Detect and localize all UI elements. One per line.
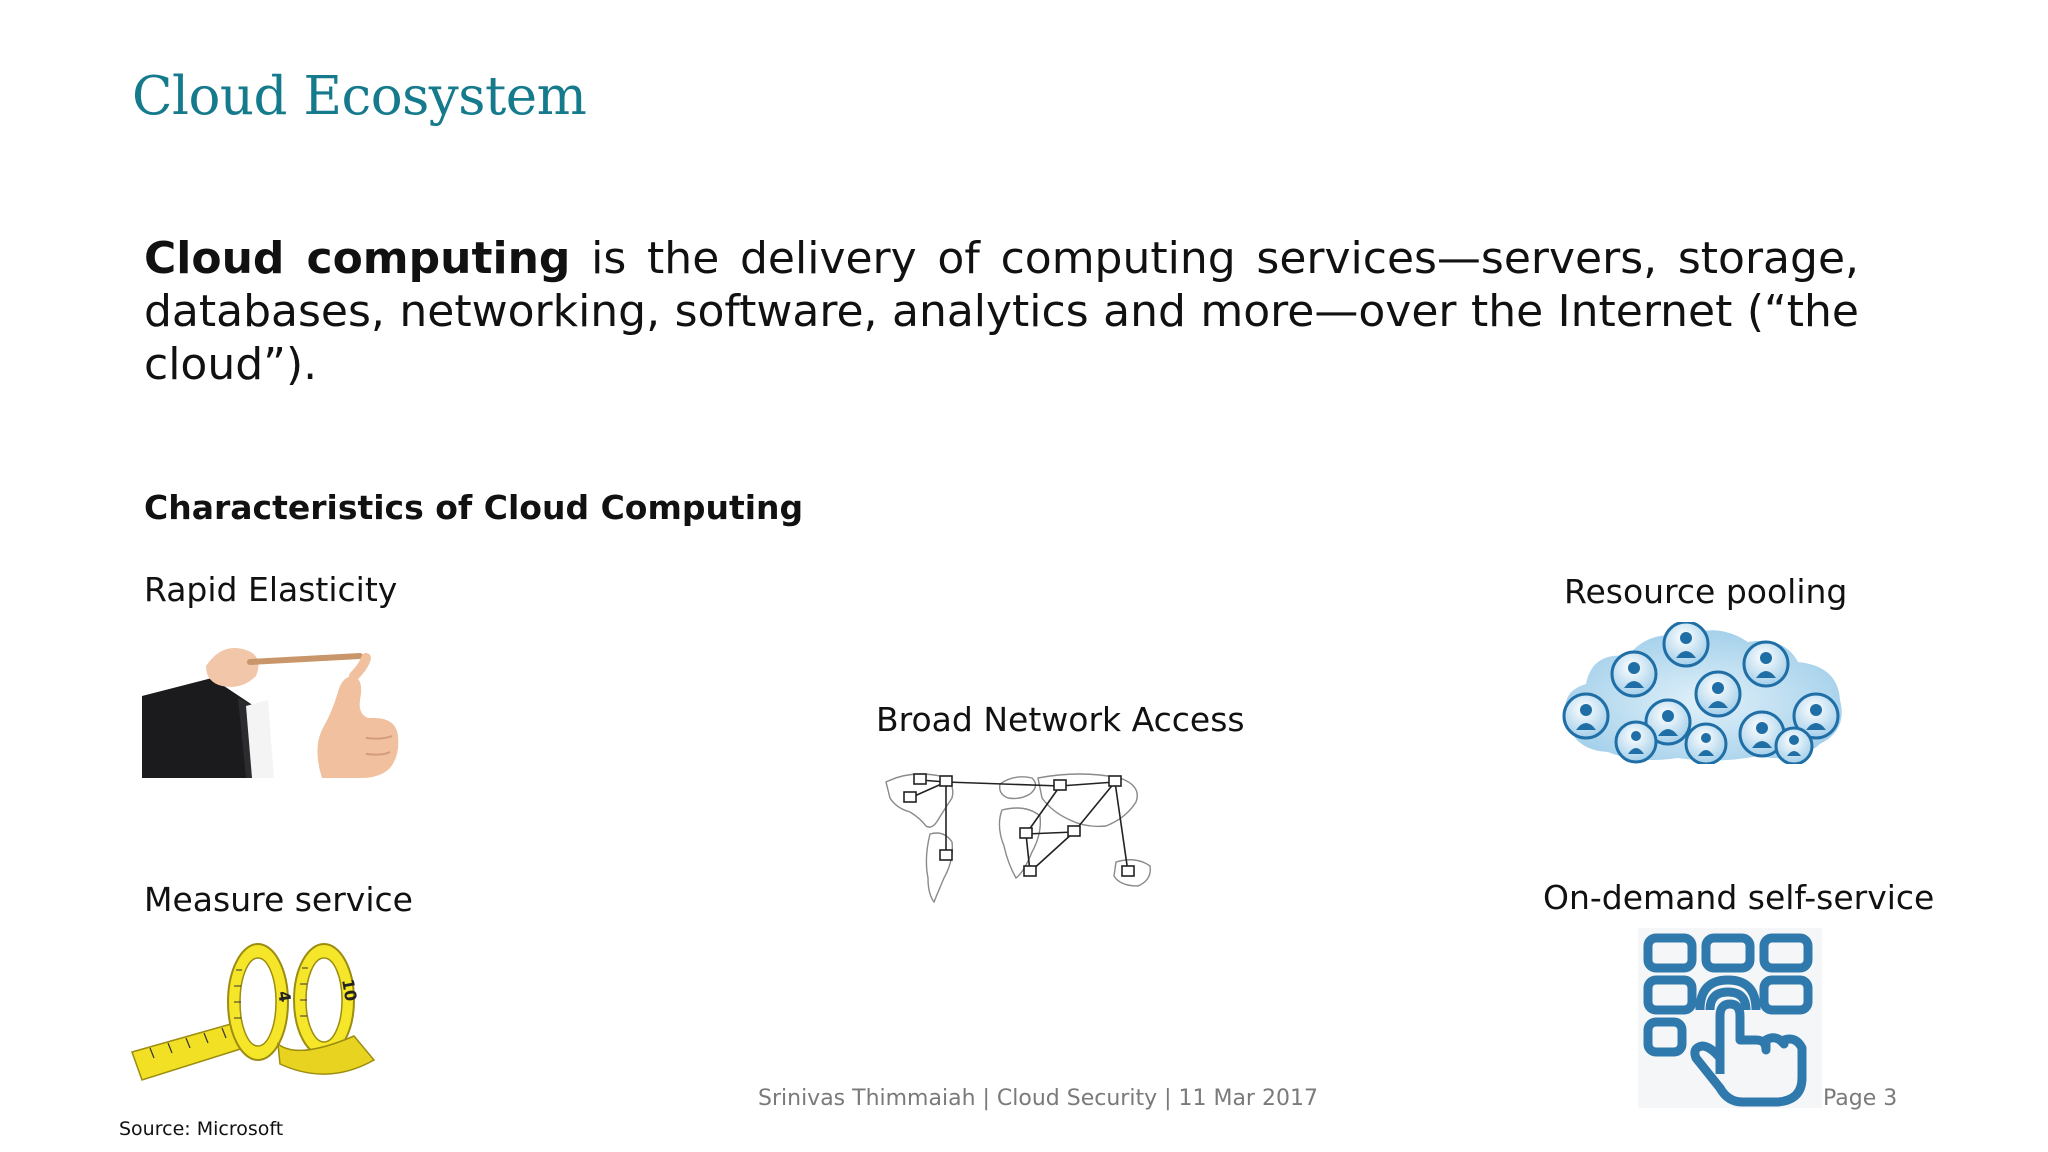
slide-title: Cloud Ecosystem <box>132 66 587 127</box>
page-number: Page 3 <box>1823 1086 1898 1111</box>
rapid-elasticity-label: Rapid Elasticity <box>144 570 398 609</box>
measuring-tape-icon: 4 10 <box>128 940 394 1088</box>
definition-paragraph: Cloud computing is the delivery of compu… <box>144 232 1859 391</box>
footer-text: Srinivas Thimmaiah | Cloud Security | 11… <box>758 1086 1318 1111</box>
svg-text:4: 4 <box>274 989 295 1003</box>
broad-network-access-label: Broad Network Access <box>876 700 1245 739</box>
definition-text: is the delivery of computing services—se… <box>144 233 1860 390</box>
measure-service-label: Measure service <box>144 880 413 919</box>
svg-text:10: 10 <box>338 977 361 1002</box>
people-cloud-icon <box>1558 622 1848 764</box>
resource-pooling-label: Resource pooling <box>1564 572 1848 611</box>
characteristics-heading: Characteristics of Cloud Computing <box>144 488 804 527</box>
touch-keypad-icon <box>1638 928 1822 1108</box>
world-network-map-icon <box>880 768 1165 913</box>
source-note: Source: Microsoft <box>119 1118 284 1140</box>
stretching-rubber-band-icon <box>142 636 400 778</box>
on-demand-self-service-label: On-demand self-service <box>1543 878 1935 917</box>
definition-term: Cloud computing <box>144 233 571 284</box>
